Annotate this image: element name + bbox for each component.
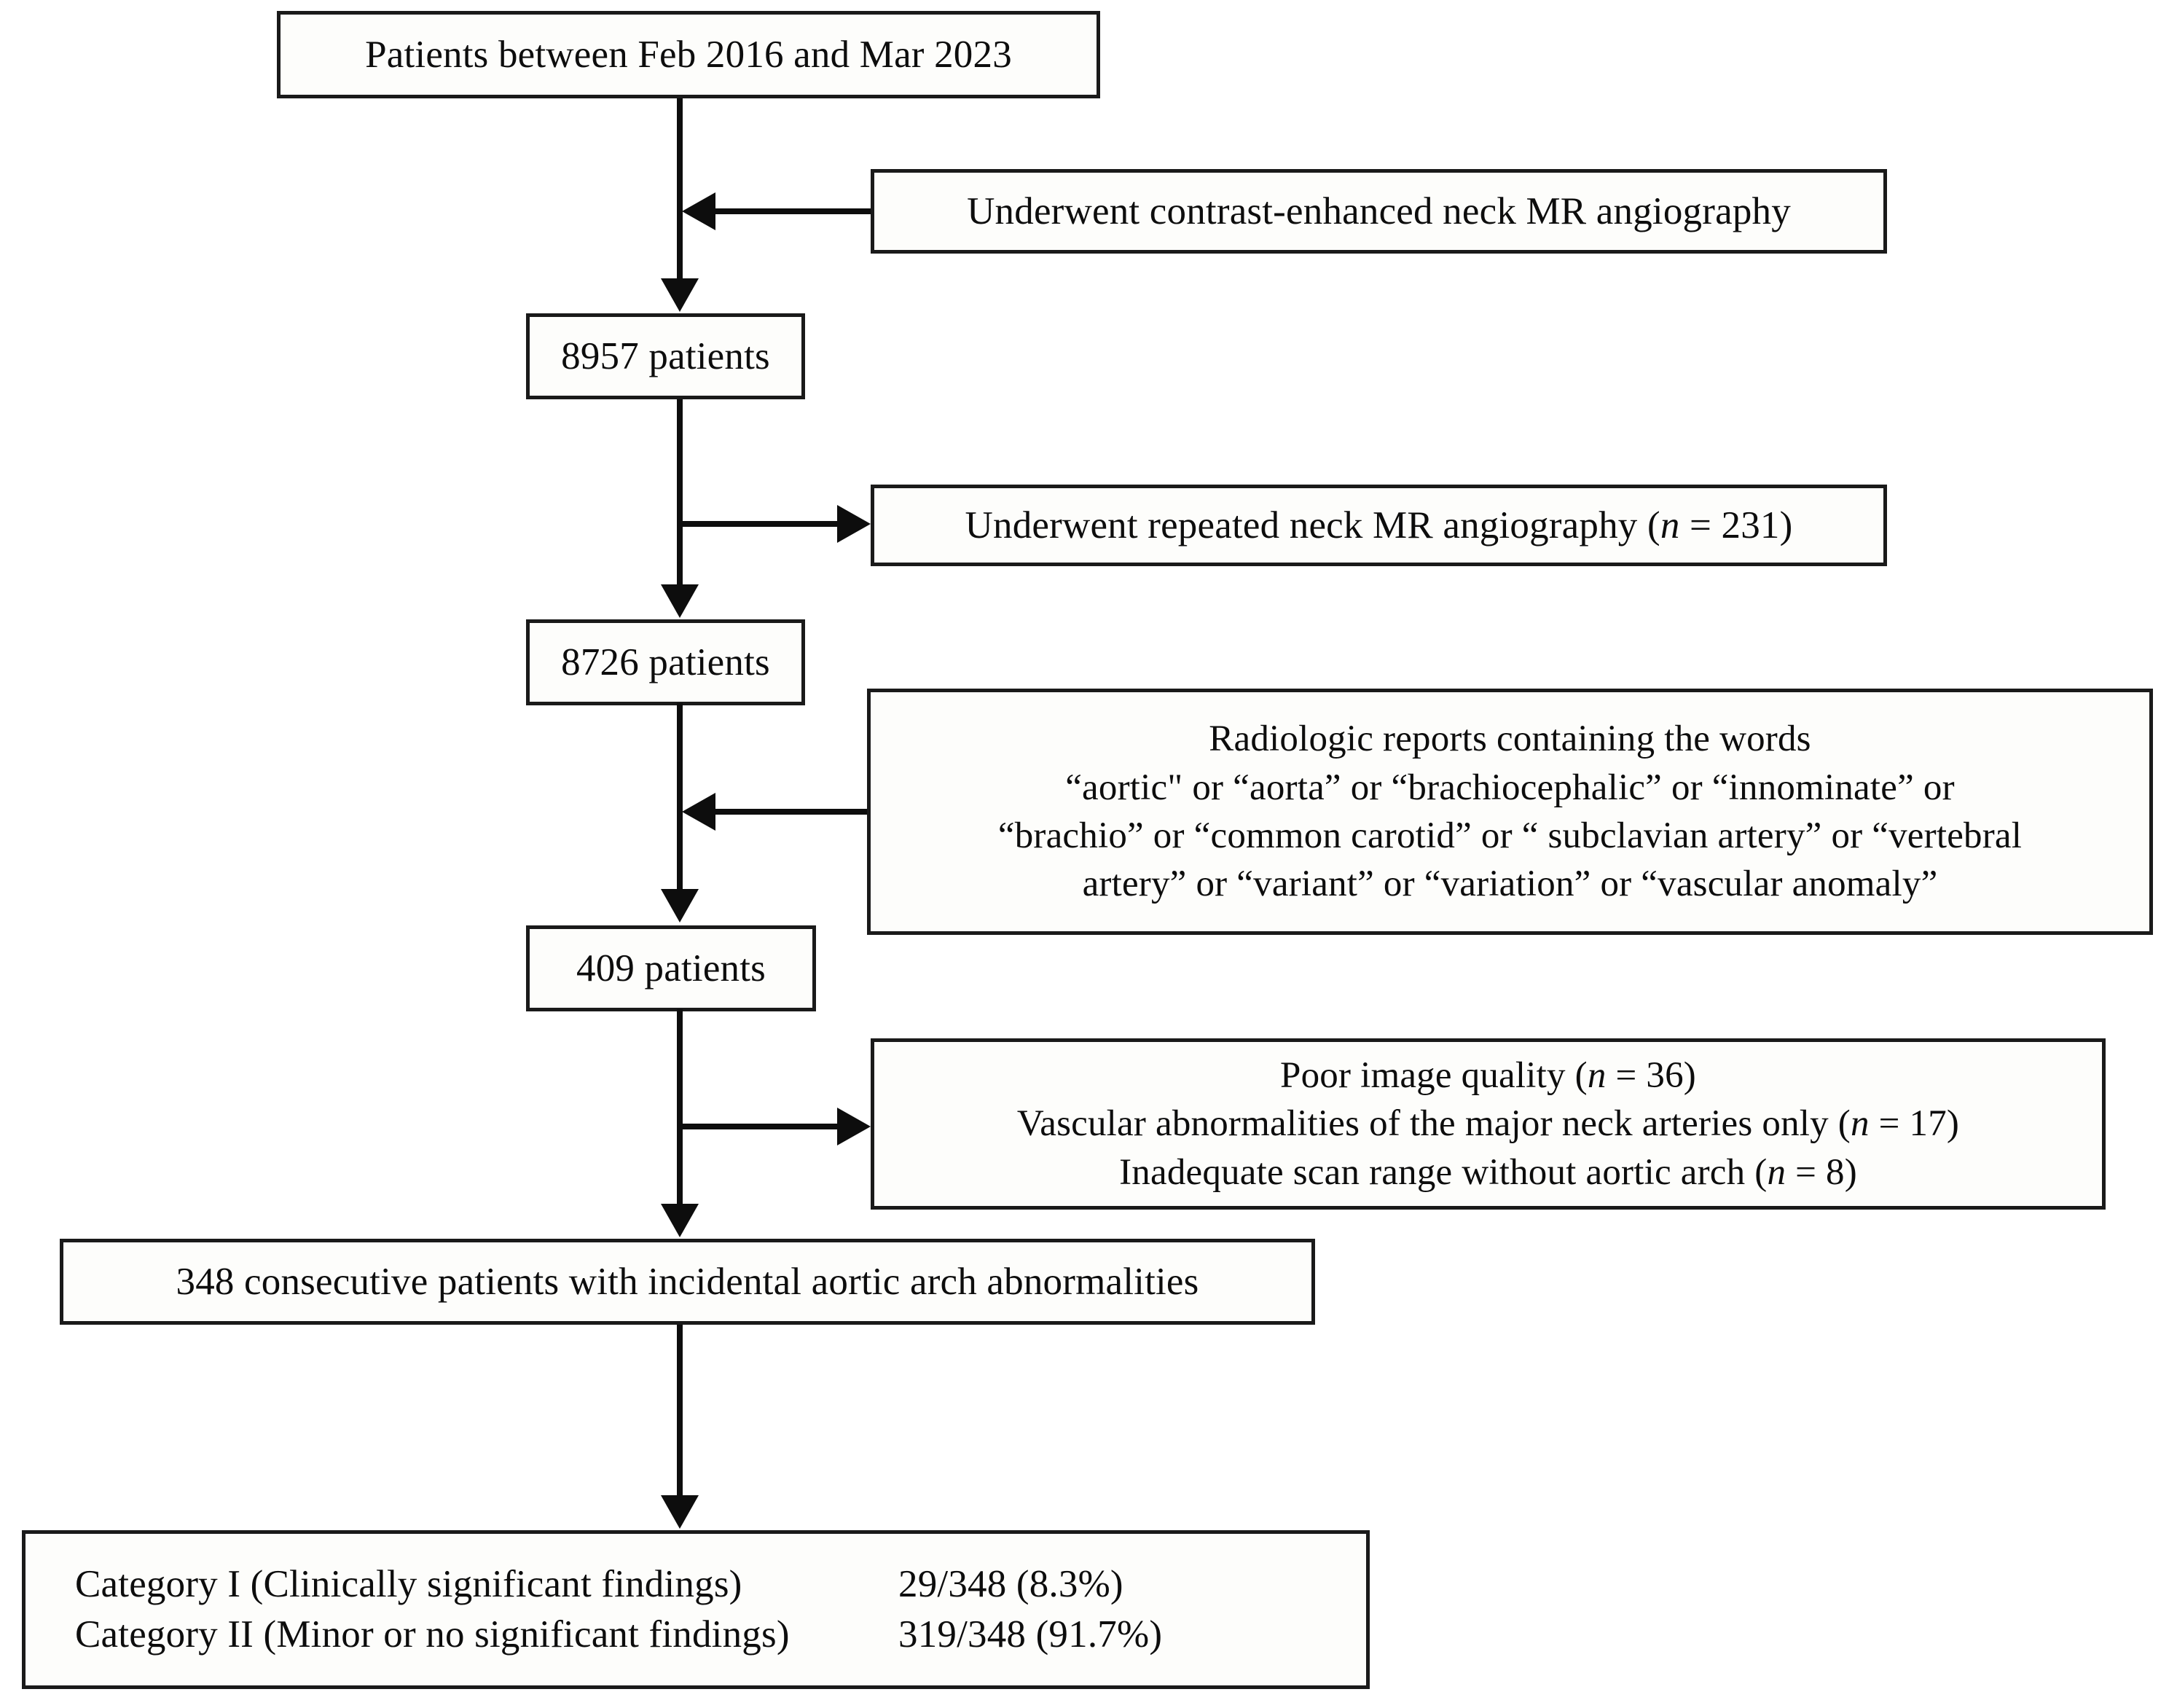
category-2-label: Category II (Minor or no significant fin… [75,1613,790,1656]
connector-8957-to-8726 [677,399,683,587]
node-count-8726-label: 8726 patients [561,640,770,683]
exclusion-line-3: Inadequate scan range without aortic arc… [1119,1151,1857,1193]
arrowhead-8957-to-8726 [661,584,699,618]
connector-mra-to-spine [714,208,872,214]
connector-348-to-categories [677,1325,683,1498]
arrowhead-mra-to-spine [682,192,715,230]
node-inclusion-mra: Underwent contrast-enhanced neck MR angi… [871,169,1887,254]
node-category-results: Category I (Clinically significant findi… [22,1530,1370,1689]
connector-409-to-348 [677,1009,683,1207]
node-count-8957: 8957 patients [526,313,805,399]
connector-spine-to-repeat [677,521,839,527]
node-exclusion-repeated-mra-label: Underwent repeated neck MR angiography (… [965,504,1793,547]
arrowhead-8726-to-409 [661,889,699,922]
report-keywords-line-1: Radiologic reports containing the words [1209,718,1811,760]
connector-start-to-8957 [677,98,683,281]
connector-reports-to-spine [714,809,868,815]
node-start-label: Patients between Feb 2016 and Mar 2023 [365,33,1012,76]
node-inclusion-mra-label: Underwent contrast-enhanced neck MR angi… [967,189,1791,232]
category-2-value: 319/348 (91.7%) [898,1613,1163,1656]
category-row: Category II (Minor or no significant fin… [26,1610,1366,1660]
node-exclusion-criteria: Poor image quality (n = 36) Vascular abn… [871,1038,2106,1210]
arrowhead-reports-to-spine [682,793,715,831]
connector-8726-to-409 [677,703,683,891]
category-row: Category I (Clinically significant findi… [26,1559,1366,1610]
node-start-population: Patients between Feb 2016 and Mar 2023 [277,11,1100,98]
arrowhead-409-to-348 [661,1204,699,1237]
arrowhead-spine-to-repeat [837,505,871,543]
category-1-label: Category I (Clinically significant findi… [75,1563,742,1606]
node-count-8726: 8726 patients [526,619,805,705]
connector-spine-to-exclusions [677,1124,839,1129]
node-final-cohort-348-label: 348 consecutive patients with incidental… [176,1260,1199,1303]
arrowhead-348-to-categories [661,1495,699,1529]
node-radiologic-report-keywords: Radiologic reports containing the words … [867,689,2153,935]
report-keywords-line-4: artery” or “variant” or “variation” or “… [1082,863,1938,905]
report-keywords-line-2: “aortic" or “aorta” or “brachiocephalic”… [1065,767,1955,808]
exclusion-line-1: Poor image quality (n = 36) [1280,1055,1696,1097]
node-final-cohort-348: 348 consecutive patients with incidental… [60,1239,1315,1325]
arrowhead-start-to-8957 [661,278,699,312]
node-count-409: 409 patients [526,925,816,1011]
node-count-409-label: 409 patients [576,947,766,990]
node-exclusion-repeated-mra: Underwent repeated neck MR angiography (… [871,485,1887,566]
report-keywords-line-3: “brachio” or “common carotid” or “ subcl… [997,815,2023,856]
category-1-value: 29/348 (8.3%) [898,1563,1123,1606]
node-count-8957-label: 8957 patients [561,334,770,377]
arrowhead-spine-to-exclusions [837,1108,871,1145]
exclusion-line-2: Vascular abnormalities of the major neck… [1016,1103,1960,1145]
